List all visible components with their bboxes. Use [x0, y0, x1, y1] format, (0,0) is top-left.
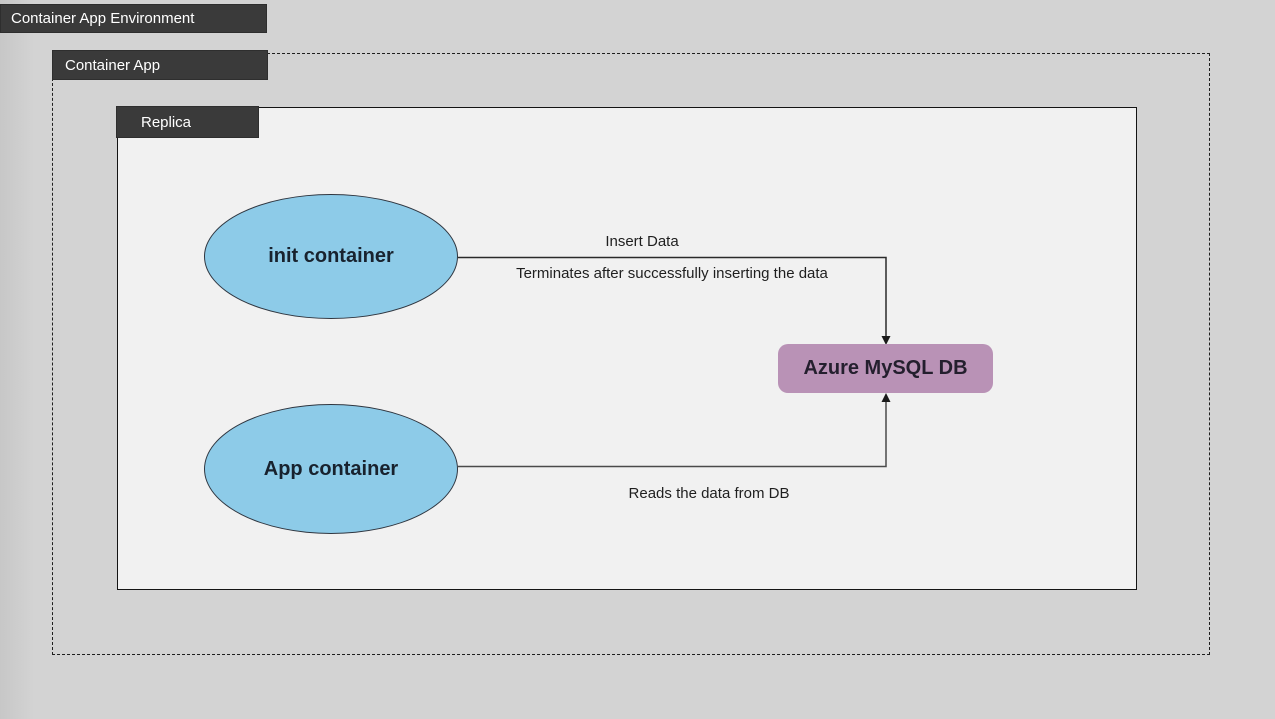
- node-azure-mysql-db-label: Azure MySQL DB: [803, 357, 968, 379]
- environment-label: Container App Environment: [11, 10, 195, 27]
- container-app-boundary: [52, 53, 1210, 655]
- container-app-label: Container App: [65, 56, 161, 74]
- edge-label-reads: Reads the data from DB: [628, 485, 790, 502]
- edge-label-insert-data: Insert Data: [605, 233, 679, 250]
- environment-label-tab: Container App Environment: [0, 4, 267, 33]
- node-azure-mysql-db: Azure MySQL DB: [778, 344, 993, 393]
- replica-label: Replica: [141, 113, 192, 131]
- edge-label-terminates: Terminates after successfully inserting …: [516, 265, 828, 282]
- node-init-container: init container: [204, 194, 458, 319]
- node-app-container: App container: [204, 404, 458, 534]
- node-init-container-label: init container: [268, 245, 394, 267]
- container-app-label-tab: Container App: [52, 50, 268, 80]
- node-app-container-label: App container: [263, 457, 399, 480]
- replica-label-tab: Replica: [116, 106, 259, 138]
